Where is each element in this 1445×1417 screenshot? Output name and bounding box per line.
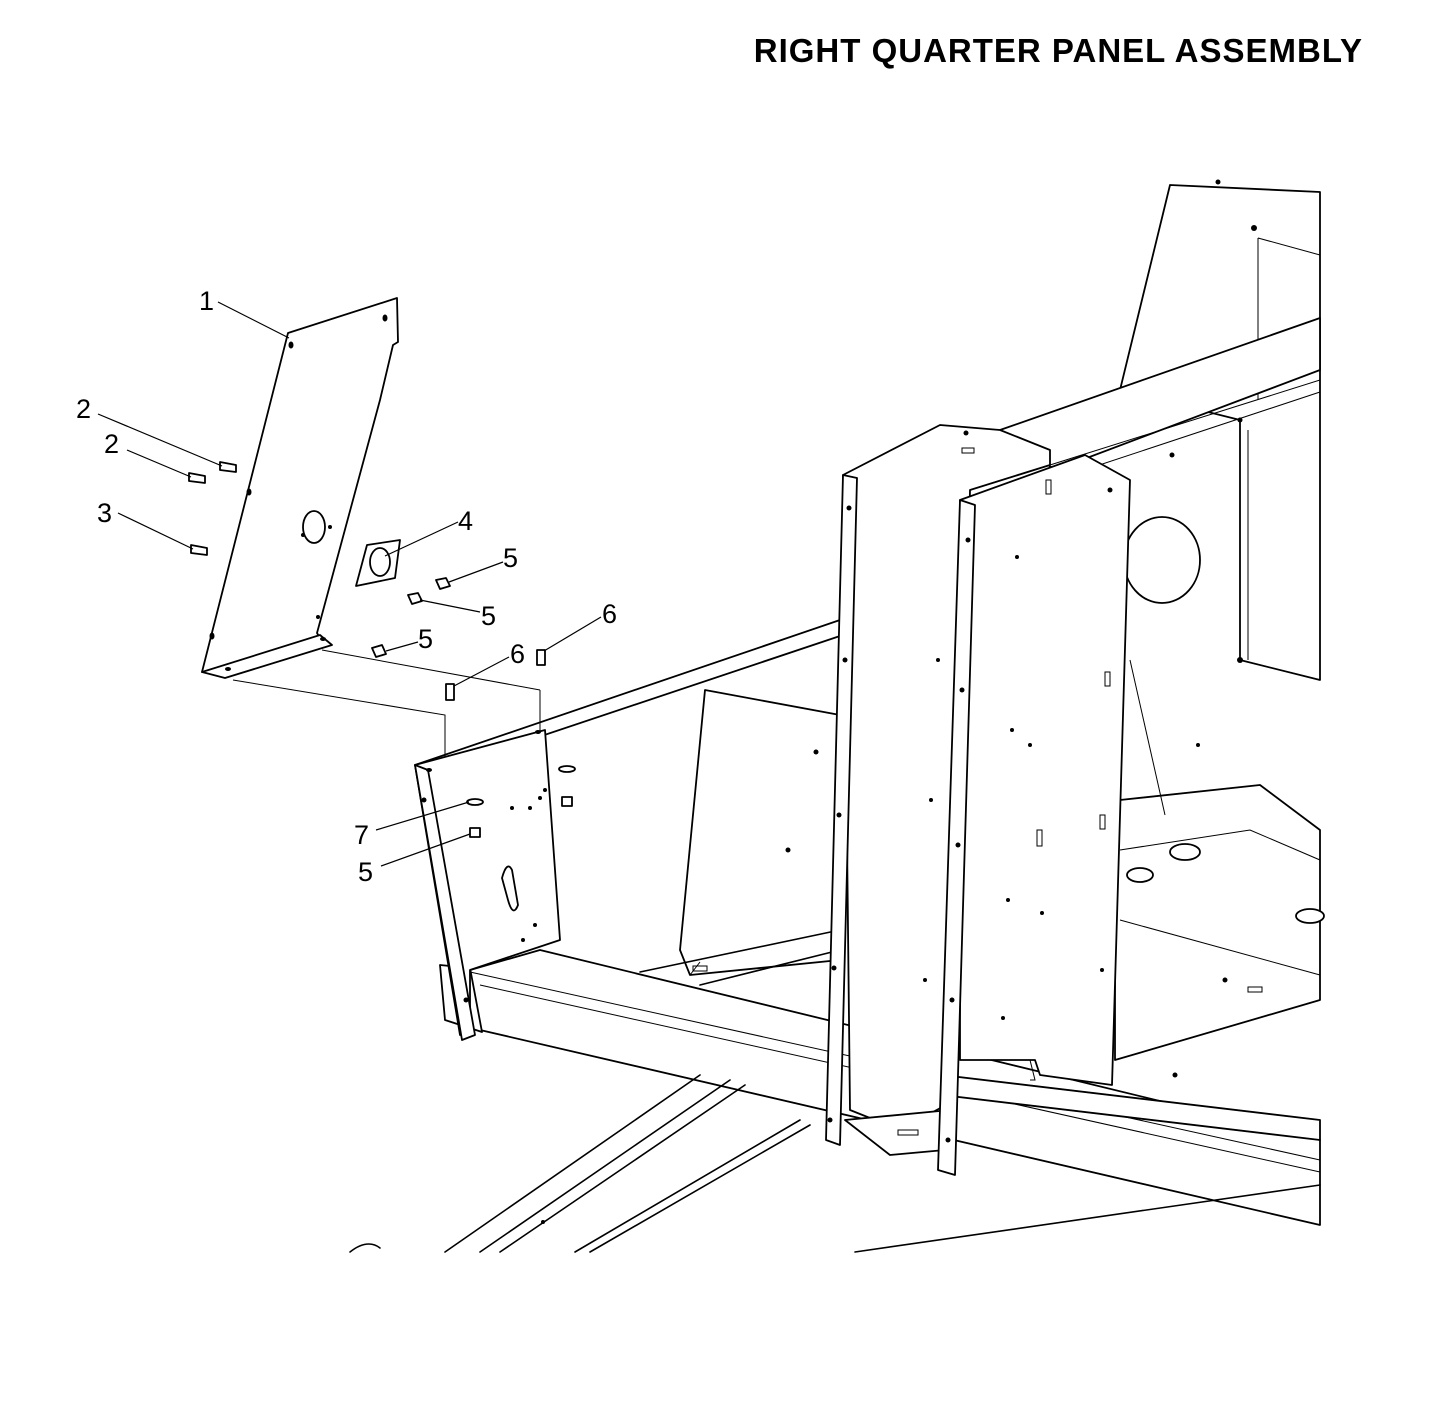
svg-text:7: 7 (354, 820, 369, 850)
bracket-plate-item-4 (355, 539, 401, 587)
callout-3: 3 (97, 498, 194, 550)
svg-text:5: 5 (481, 601, 496, 631)
svg-text:5: 5 (418, 624, 433, 654)
callout-5d: 5 (358, 833, 471, 887)
svg-text:6: 6 (510, 639, 525, 669)
callout-7: 7 (354, 801, 470, 850)
callout-6b: 6 (453, 639, 525, 687)
svg-text:3: 3 (97, 498, 112, 528)
callout-2b: 2 (104, 429, 192, 478)
svg-text:4: 4 (458, 506, 473, 536)
fastener-hardware (188, 461, 576, 838)
svg-text:2: 2 (76, 394, 91, 424)
rear-upright-channel (923, 454, 1200, 1176)
svg-text:5: 5 (358, 857, 373, 887)
quarter-panel-item-1 (201, 297, 399, 679)
lower-diagonal-rails (349, 1074, 1321, 1253)
svg-text:1: 1 (199, 286, 214, 316)
callout-5a: 5 (448, 543, 518, 583)
callout-4: 4 (384, 506, 473, 557)
front-upright-channel (825, 424, 1051, 1156)
svg-text:2: 2 (104, 429, 119, 459)
inner-enclosure-box (639, 689, 841, 986)
floor-frame (1114, 784, 1325, 1078)
exploded-trace-lines (232, 649, 541, 765)
callout-6a: 6 (543, 599, 617, 652)
callout-5b: 5 (419, 599, 496, 631)
callout-5c: 5 (385, 624, 433, 654)
lower-quarter-panel (414, 729, 561, 1041)
diagram-title: RIGHT QUARTER PANEL ASSEMBLY (753, 32, 1363, 69)
svg-text:6: 6 (602, 599, 617, 629)
callout-2a: 2 (76, 394, 223, 467)
svg-text:5: 5 (503, 543, 518, 573)
rear-cab-panel (1119, 179, 1321, 681)
callout-1: 1 (199, 286, 290, 339)
